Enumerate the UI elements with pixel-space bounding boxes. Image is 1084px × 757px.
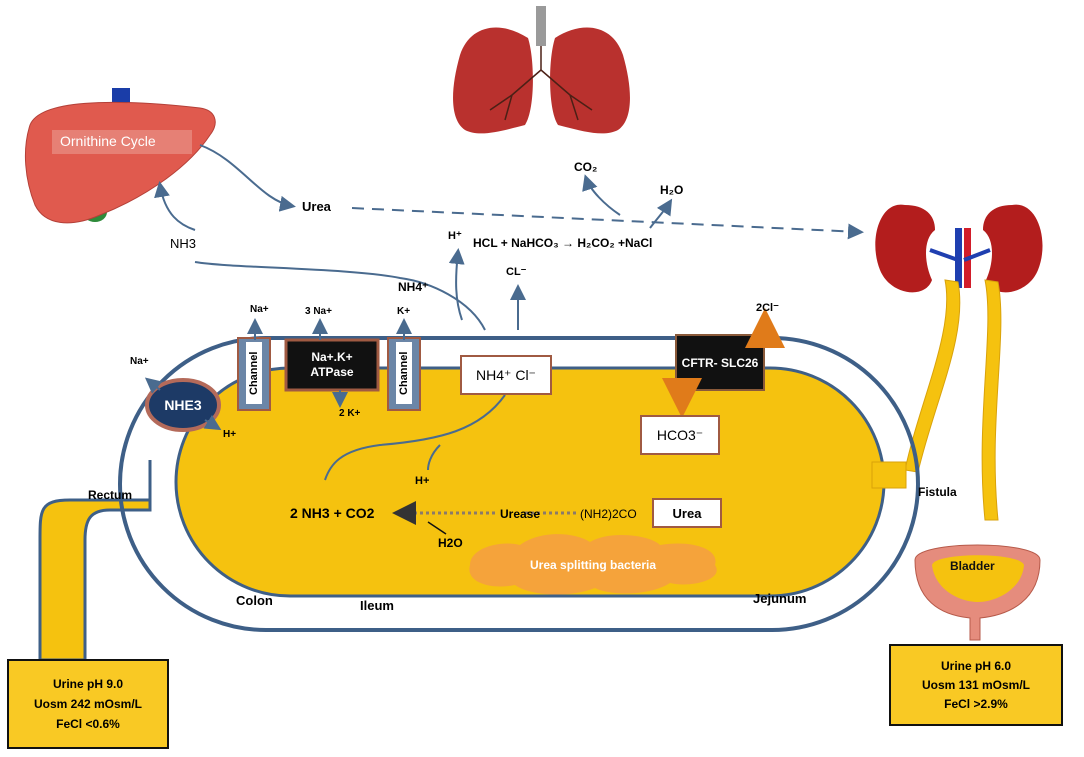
liver-shape	[24, 88, 216, 224]
colon-label: Colon	[236, 593, 273, 608]
na-plus-left-label: Na+	[130, 356, 149, 367]
cftr-label: CFTR- SLC26	[681, 356, 759, 370]
cl-minus-label: CL⁻	[506, 266, 527, 278]
right-urine-uosm: Uosm 131 mOsm/L	[921, 677, 1031, 692]
nhe3-label: NHE3	[164, 397, 202, 413]
products-label: 2 NH3 + CO2	[290, 505, 375, 521]
right-urine-box-shape	[889, 644, 1063, 726]
bladder-shape	[914, 544, 1041, 641]
co2-label: CO₂	[574, 160, 598, 174]
right-urine-fecl: FeCl >2.9%	[944, 696, 1008, 711]
orange-arrows	[662, 308, 785, 418]
bladder-label: Bladder	[950, 559, 995, 573]
rectum-label: Rectum	[88, 488, 133, 502]
h-plus-label: H⁺	[448, 230, 462, 242]
h-plus-left-label: H+	[223, 429, 237, 440]
flow-arrows	[144, 144, 864, 481]
transporters	[145, 334, 765, 432]
left-urine-box: Urine pH 9.0 Uosm 242 mOsm/L FeCl <0.6%	[8, 660, 168, 748]
liver-label: Ornithine Cycle	[60, 133, 156, 149]
fistula-label: Fistula	[918, 485, 957, 499]
urease-label: Urease	[500, 507, 541, 521]
lumen-h2o-label: H2O	[438, 536, 463, 550]
channel-right-label: Channel	[398, 351, 410, 395]
jejunum-label: Jejunum	[753, 591, 807, 606]
k-plus-label: K+	[397, 306, 411, 317]
right-urine-ph: Urine pH 6.0	[940, 658, 1012, 673]
h2o-label: H₂O	[660, 183, 684, 197]
left-urine-fecl: FeCl <0.6%	[56, 717, 120, 731]
urease-reaction	[392, 501, 576, 535]
two-k-label: 2 K+	[339, 408, 361, 419]
nh3-label: NH3	[170, 236, 197, 251]
urea-flow-label: Urea	[302, 199, 331, 214]
left-urine-uosm: Uosm 242 mOsm/L	[33, 697, 143, 711]
right-urine-box: Urine pH 6.0 Uosm 131 mOsm/L FeCl >2.9%	[890, 645, 1062, 725]
kidneys-shape	[875, 204, 1043, 521]
bacteria-label: Urea splitting bacteria	[530, 558, 657, 572]
left-urine-ph: Urine pH 9.0	[52, 677, 124, 691]
channel-left-label: Channel	[248, 351, 260, 395]
three-na-label: 3 Na+	[305, 306, 332, 317]
nh2co-label: (NH2)2CO	[580, 507, 637, 521]
na-plus-top-label: Na+	[250, 304, 269, 315]
nh4cl-box: NH4⁺ Cl⁻	[460, 355, 552, 395]
equation-label: HCL + NaHCO₃ → H₂CO₂ +NaCl	[473, 236, 653, 250]
ileum-label: Ileum	[360, 598, 394, 613]
lungs-shape	[453, 6, 630, 134]
two-cl-label: 2Cl⁻	[756, 302, 779, 314]
lumen-h-plus-label: H+	[415, 475, 430, 487]
urea-box: Urea	[652, 498, 722, 528]
left-urine-box-shape	[7, 659, 169, 749]
hco3-box: HCO3⁻	[640, 415, 720, 455]
nh4-label: NH4⁺	[398, 280, 429, 294]
atpase-label: Na+.K+ ATPase	[310, 350, 354, 379]
